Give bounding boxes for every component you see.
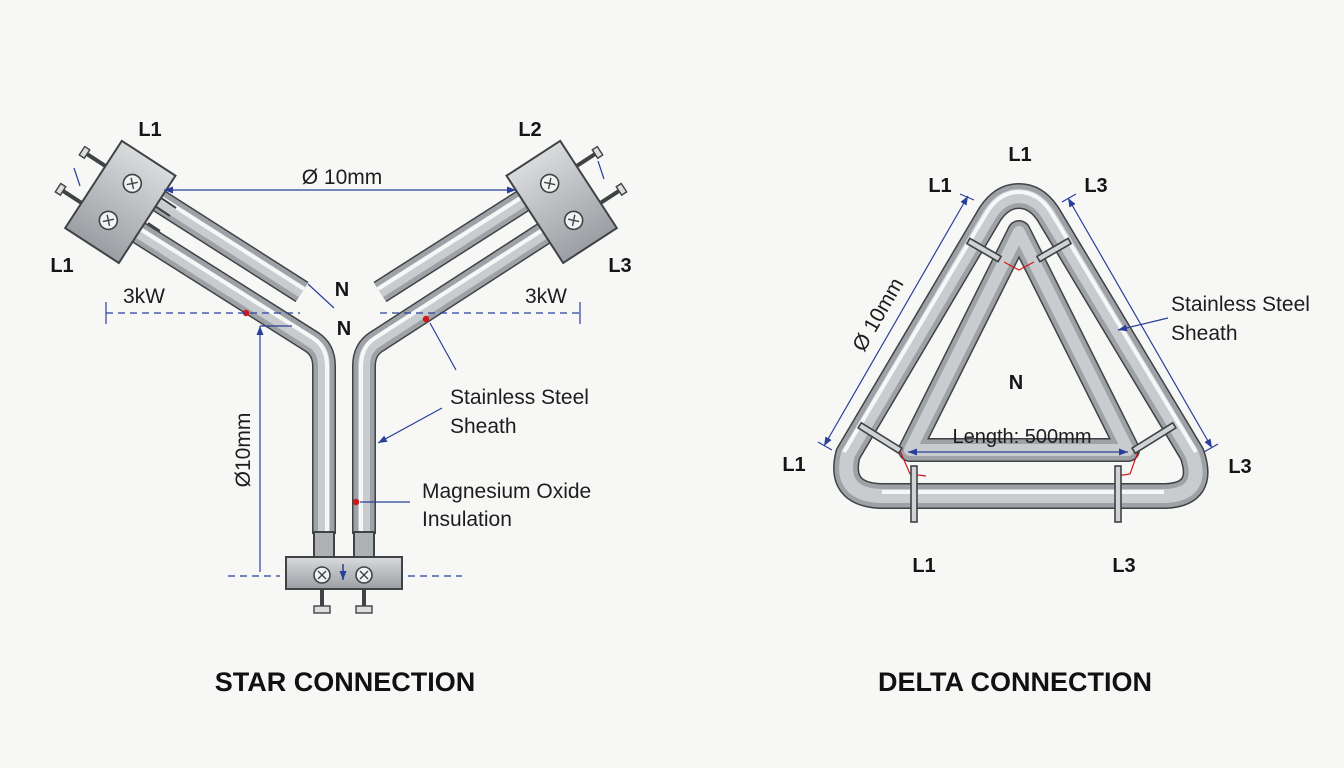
star-left-terminal-box — [54, 139, 177, 265]
star-left-bent-tube — [131, 221, 336, 534]
star-terminal-top-left-label: L1 — [138, 119, 161, 141]
star-terminal-side-left-label: L1 — [50, 255, 73, 277]
delta-top-right-label: L3 — [1084, 175, 1107, 197]
star-power-left-label: 3kW — [123, 285, 165, 308]
delta-left-label: L1 — [782, 454, 805, 476]
star-insulation-label-line2: Insulation — [422, 508, 512, 531]
delta-length-label: Length: 500mm — [953, 426, 1092, 448]
delta-connection-title: DELTA CONNECTION — [878, 667, 1152, 697]
delta-sheath-label-line2: Sheath — [1171, 322, 1238, 345]
delta-corner-top-label: L1 — [1008, 144, 1031, 166]
delta-top-left-label: L1 — [928, 175, 951, 197]
star-diameter-top-label: Ø 10mm — [302, 166, 383, 189]
star-right-terminal-box — [505, 139, 628, 265]
star-power-right-label: 3kW — [525, 285, 567, 308]
star-diameter-vertical-label: Ø10mm — [232, 413, 255, 488]
star-sheath-label-line1: Stainless Steel — [450, 386, 589, 409]
delta-sheath-label-line1: Stainless Steel — [1171, 293, 1310, 316]
delta-neutral-label: N — [1009, 372, 1023, 394]
star-terminal-side-right-label: L3 — [608, 255, 631, 277]
star-bottom-terminal-box — [285, 556, 403, 614]
star-neutral-lower-label: N — [337, 318, 351, 340]
star-left-upper-tube — [143, 184, 309, 303]
star-right-upper-tube — [373, 184, 539, 303]
delta-inner-tube — [898, 220, 1140, 462]
star-right-bent-tube — [352, 221, 553, 534]
star-connection-diagram: Ø 10mm Ø10mm L1 L2 L1 L3 N N 3kW 3kW Sta… — [50, 119, 631, 697]
delta-connection-diagram: L1 L1 L3 L1 L3 L1 L3 N Ø 10mm Length: 50… — [782, 144, 1310, 697]
delta-bottom-left-label: L1 — [912, 555, 935, 577]
star-terminal-top-right-label: L2 — [518, 119, 541, 141]
star-sheath-label-line2: Sheath — [450, 415, 517, 438]
delta-bottom-right-label: L3 — [1112, 555, 1135, 577]
star-neutral-upper-label: N — [335, 279, 349, 301]
star-insulation-label-line1: Magnesium Oxide — [422, 480, 591, 503]
star-connection-title: STAR CONNECTION — [215, 667, 476, 697]
delta-right-label: L3 — [1228, 456, 1251, 478]
